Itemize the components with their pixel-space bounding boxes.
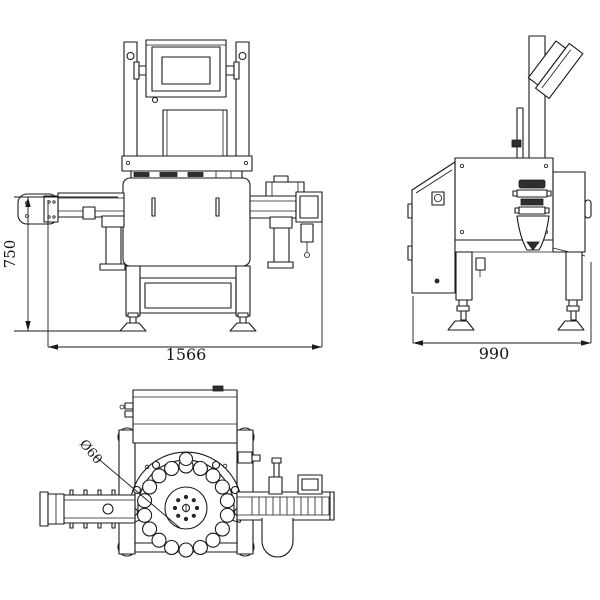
infeed-conveyor xyxy=(17,192,126,271)
side-depth-dim-label: 990 xyxy=(479,344,510,363)
monitor-post-side xyxy=(528,35,546,159)
monitor-side-tilted xyxy=(527,40,584,99)
leveling-foot-left xyxy=(119,312,147,332)
dimension-front-height: 750 xyxy=(1,196,124,332)
plan-infeed-conveyor xyxy=(39,489,136,529)
front-width-dim-label: 1566 xyxy=(166,345,207,364)
side-foot-front xyxy=(447,299,475,331)
dimension-front-width: 1566 xyxy=(47,200,323,364)
sensor-bracket xyxy=(237,451,261,464)
conveyor-slats xyxy=(251,497,330,515)
lower-shelf xyxy=(139,277,237,314)
cover-slot-right xyxy=(215,197,220,217)
hub-bolt-circle xyxy=(172,494,200,522)
infeed-guide-notch xyxy=(178,451,194,467)
reject-bin xyxy=(261,518,294,558)
conveyor-support-left xyxy=(105,226,122,266)
frame-leg-left xyxy=(125,265,141,317)
outfeed-conveyor xyxy=(249,175,323,269)
crossbeam xyxy=(121,155,253,179)
side-view: 990 xyxy=(407,35,592,363)
reject-pusher-cylinder xyxy=(268,457,283,495)
head-cover xyxy=(162,109,228,159)
plan-view: Ø60 xyxy=(39,385,335,558)
guide-bracket-left xyxy=(82,206,96,220)
monitor-pivot-right xyxy=(225,61,240,80)
side-door-panel xyxy=(407,161,456,294)
post-pivot-screw-right xyxy=(238,51,247,61)
side-leg-front xyxy=(455,251,473,301)
weighing-mechanism xyxy=(512,179,552,251)
monitor xyxy=(145,39,227,104)
air-valve xyxy=(300,223,314,243)
side-foot-rear xyxy=(557,299,585,331)
post-rod xyxy=(516,107,524,159)
plan-head-box xyxy=(119,385,238,444)
pocket-dim-label: Ø60 xyxy=(76,437,105,467)
panel-handle xyxy=(584,199,592,219)
plan-outfeed-conveyor xyxy=(236,457,335,558)
star-wheel xyxy=(129,451,243,558)
belt-roller xyxy=(102,503,114,515)
machine-body-cover xyxy=(122,177,251,267)
door-latch xyxy=(431,191,445,206)
conveyor-support-right xyxy=(273,227,290,265)
rod-clamp xyxy=(511,139,522,148)
frame-leg-right xyxy=(235,265,251,317)
post-pivot-screw-left xyxy=(126,51,135,61)
star-wheel-pockets xyxy=(137,458,235,558)
monitor-screen xyxy=(161,56,211,85)
side-leg-rear xyxy=(565,251,583,301)
drain-fitting xyxy=(475,257,486,271)
monitor-pivot-left xyxy=(133,61,148,80)
monitor-button xyxy=(151,96,159,104)
cover-slot-left xyxy=(151,197,156,217)
front-view: 750 1566 xyxy=(1,39,323,364)
leveling-foot-right xyxy=(229,312,257,332)
dimension-side-depth: 990 xyxy=(412,262,592,363)
front-height-dim-label: 750 xyxy=(1,240,19,269)
rear-panel xyxy=(552,171,586,253)
